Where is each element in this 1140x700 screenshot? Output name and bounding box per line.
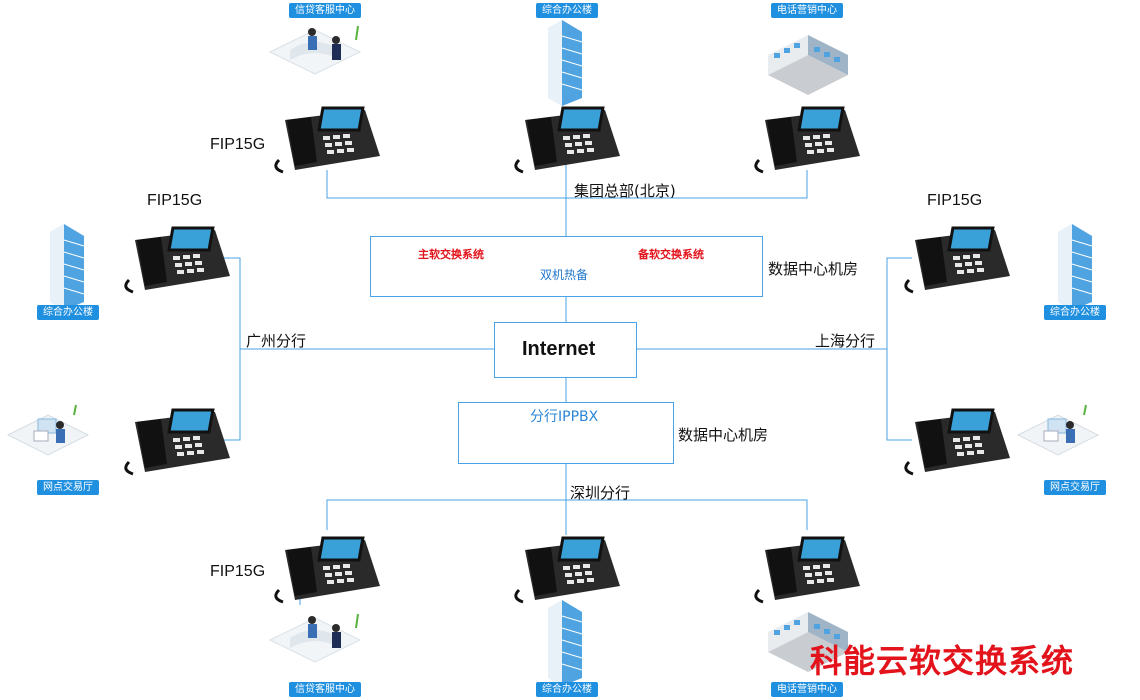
datacenter-box [370, 236, 763, 297]
site-tag: 网点交易厅 [37, 480, 99, 495]
internet-box [494, 322, 637, 378]
top-left-site-art [269, 25, 361, 75]
top-right-site-art [768, 35, 848, 95]
hq-label: 集团总部(北京) [574, 182, 676, 200]
phone-model-label: FIP15G [210, 136, 266, 153]
phone-icon [904, 408, 1012, 476]
right-office-art [1017, 404, 1099, 456]
phone-icon [274, 536, 382, 604]
top-center-site-art [547, 19, 583, 107]
main-system-label: 主软交换系统 [418, 248, 484, 261]
guangzhou-branch-label: 广州分行 [246, 332, 307, 350]
left-building-art [49, 223, 85, 311]
bottom-left-site-art [269, 613, 361, 663]
phone-model-label: FIP15G [927, 192, 983, 209]
hot-standby-label: 双机热备 [540, 268, 589, 282]
branch-ippbx-label: 分行IPPBX [530, 409, 599, 425]
shenzhen-branch-label: 深圳分行 [570, 484, 631, 502]
site-tag: 综合办公楼 [536, 682, 598, 697]
phone-icon [124, 408, 232, 476]
shanghai-branch-label: 上海分行 [815, 332, 876, 350]
phone-icon [904, 226, 1012, 294]
left-office-art [7, 404, 89, 456]
backup-system-label: 备软交换系统 [638, 248, 704, 261]
phone-icon [274, 106, 382, 174]
phone-icon [754, 106, 862, 174]
phone-icon [514, 536, 622, 604]
datacenter-label: 数据中心机房 [768, 260, 859, 278]
phone-icon [514, 106, 622, 174]
datacenter-label: 数据中心机房 [678, 426, 769, 444]
phone-icon [124, 226, 232, 294]
site-tag: 电话营销中心 [771, 3, 843, 18]
phone-model-label: FIP15G [147, 192, 203, 209]
site-tag: 综合办公楼 [37, 305, 99, 320]
brand-watermark: 科能云软交换系统 [810, 642, 1075, 680]
internet-label: Internet [522, 338, 596, 360]
phone-model-label: FIP15G [210, 563, 266, 580]
site-tag: 综合办公楼 [536, 3, 598, 18]
right-building-art [1057, 223, 1093, 311]
site-tag: 综合办公楼 [1044, 305, 1106, 320]
site-tag: 网点交易厅 [1044, 480, 1106, 495]
site-tag: 信贷客服中心 [289, 3, 361, 18]
site-tag: 信贷客服中心 [289, 682, 361, 697]
phone-icon [754, 536, 862, 604]
bottom-center-site-art [547, 599, 583, 687]
site-tag: 电话营销中心 [771, 682, 843, 697]
ippbx-box [458, 402, 674, 464]
